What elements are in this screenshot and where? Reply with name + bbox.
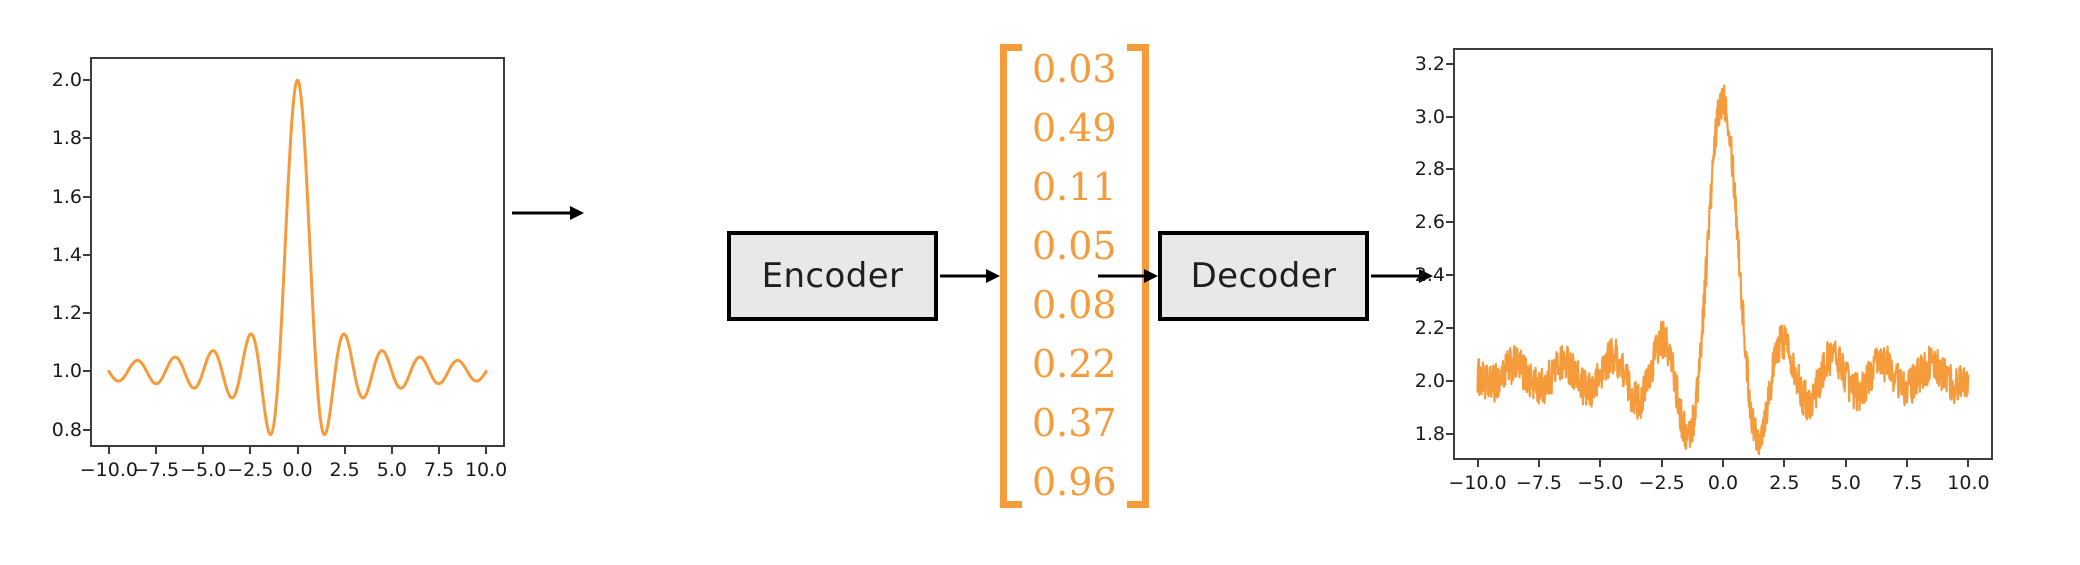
- x-tick-mark: [107, 447, 110, 454]
- y-tick-mark: [1446, 62, 1453, 65]
- reconstructed-signal-curve: [1476, 84, 1970, 456]
- x-tick-label: −7.5: [1515, 472, 1562, 494]
- x-tick-mark: [1476, 460, 1479, 467]
- y-tick-label: 1.0: [51, 360, 82, 383]
- x-tick-label: −2.5: [227, 459, 274, 481]
- x-tick-mark: [249, 447, 252, 454]
- y-tick-mark: [83, 79, 90, 82]
- x-tick-label: −10.0: [79, 459, 138, 481]
- arrow-input-to-encoder: [512, 206, 584, 220]
- series-sinc: [107, 78, 488, 437]
- x-tick-label: 2.5: [1769, 472, 1800, 494]
- y-tick-mark: [1446, 432, 1453, 435]
- x-tick-label: 5.0: [376, 459, 407, 481]
- x-tick-label: −2.5: [1638, 472, 1685, 494]
- y-tick-mark: [1446, 326, 1453, 329]
- x-tick-mark: [485, 447, 488, 454]
- x-tick-label: 7.5: [423, 459, 455, 481]
- y-tick-label: 2.2: [1414, 316, 1445, 339]
- encoder-box[interactable]: Encoder: [727, 231, 938, 321]
- y-tick-mark: [1446, 168, 1453, 171]
- y-tick-label: 0.8: [51, 418, 82, 441]
- y-tick-label: 2.8: [1414, 158, 1445, 181]
- x-tick-mark: [343, 447, 346, 454]
- arrow-encoder-to-latent: [940, 269, 1000, 283]
- y-tick-label: 2.6: [1414, 211, 1445, 234]
- x-tick-mark: [437, 447, 440, 454]
- y-tick-mark: [83, 137, 90, 140]
- x-tick-mark: [390, 447, 393, 454]
- latent-value-7: 0.96: [1032, 460, 1117, 505]
- y-tick-mark: [1446, 274, 1453, 277]
- y-tick-label: 1.8: [51, 127, 82, 150]
- x-tick-mark: [155, 447, 158, 454]
- arrow-latent-to-decoder: [1098, 269, 1158, 283]
- x-tick-mark: [202, 447, 205, 454]
- y-tick-label: 3.0: [1414, 105, 1445, 128]
- x-tick-label: 0.0: [1707, 472, 1739, 494]
- y-tick-mark: [83, 312, 90, 315]
- y-tick-label: 1.4: [51, 243, 82, 266]
- x-tick-label: −5.0: [180, 459, 227, 481]
- x-tick-mark: [1844, 460, 1847, 467]
- y-tick-label: 2.0: [1414, 369, 1445, 392]
- latent-value-3: 0.05: [1032, 224, 1117, 269]
- y-tick-label: 2.0: [51, 69, 82, 92]
- x-tick-mark: [1783, 460, 1786, 467]
- y-tick-mark: [83, 195, 90, 198]
- y-tick-mark: [1446, 221, 1453, 224]
- input-signal-curve: [107, 78, 488, 437]
- x-tick-label: −7.5: [132, 459, 180, 481]
- y-tick-label: 1.2: [51, 302, 82, 325]
- x-tick-label: −5.0: [1577, 472, 1624, 494]
- x-tick-mark: [1906, 460, 1909, 467]
- x-tick-mark: [1722, 460, 1724, 467]
- x-tick-label: 10.0: [1947, 472, 1990, 494]
- decoder-box[interactable]: Decoder: [1158, 231, 1369, 321]
- x-tick-mark: [1967, 460, 1970, 467]
- x-tick-label: 0.0: [282, 459, 313, 481]
- latent-value-4: 0.08: [1032, 283, 1117, 328]
- x-tick-label: 5.0: [1830, 472, 1861, 494]
- y-tick-label: 2.4: [1414, 264, 1445, 287]
- latent-value-5: 0.22: [1032, 342, 1117, 387]
- y-tick-mark: [83, 253, 90, 256]
- y-tick-mark: [83, 370, 90, 373]
- y-tick-mark: [83, 428, 90, 431]
- reconstructed-signal-plot: [1453, 48, 1993, 460]
- latent-values: 0.03 0.49 0.11 0.05 0.08 0.22 0.37 0.96: [1022, 44, 1127, 508]
- x-tick-label: 2.5: [329, 459, 360, 481]
- x-tick-mark: [1599, 460, 1602, 467]
- decoder-label: Decoder: [1190, 256, 1337, 296]
- y-tick-label: 3.2: [1414, 52, 1445, 75]
- y-tick-label: 1.6: [51, 185, 82, 208]
- y-tick-mark: [1446, 115, 1453, 118]
- x-tick-label: 7.5: [1891, 472, 1923, 494]
- input-signal-plot: [90, 57, 505, 447]
- x-tick-label: −10.0: [1448, 472, 1507, 494]
- x-tick-label: 10.0: [464, 459, 508, 481]
- latent-value-2: 0.11: [1032, 165, 1117, 210]
- series-noisy-sinc: [1476, 84, 1970, 456]
- x-tick-mark: [1660, 460, 1663, 467]
- latent-value-0: 0.03: [1032, 47, 1117, 91]
- x-tick-mark: [296, 447, 299, 454]
- latent-value-6: 0.37: [1032, 401, 1117, 446]
- arrow-decoder-to-output: [1371, 269, 1433, 283]
- bracket-left-icon: [1000, 44, 1022, 508]
- encoder-label: Encoder: [761, 256, 904, 296]
- y-tick-label: 1.8: [1414, 422, 1445, 445]
- x-tick-mark: [1537, 460, 1540, 467]
- latent-value-1: 0.49: [1032, 106, 1117, 151]
- y-tick-mark: [1446, 379, 1453, 382]
